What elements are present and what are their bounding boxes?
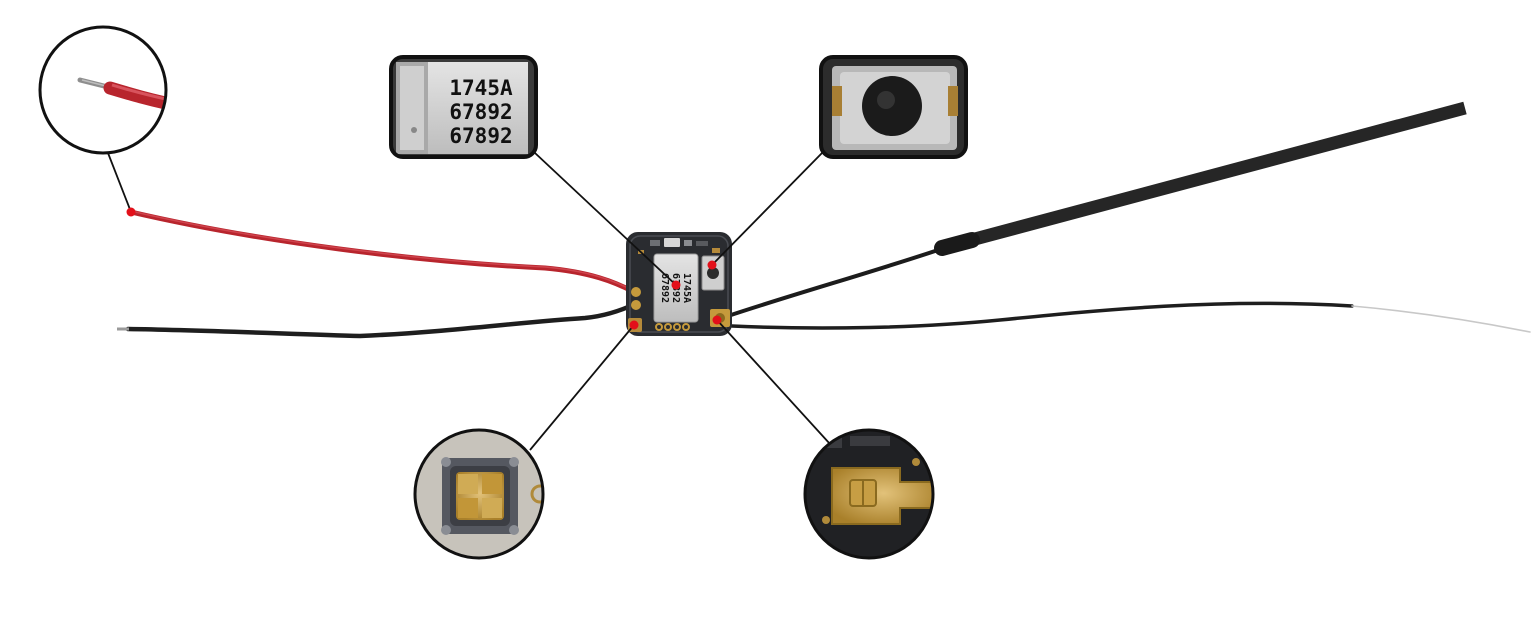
callout-led: [413, 428, 545, 560]
black-wire: [125, 301, 638, 339]
stripped-wire-icon: [77, 77, 166, 112]
coax-antenna-bare: [1351, 305, 1531, 333]
leader-chip: [534, 152, 677, 286]
callout-wire-tip: [38, 25, 168, 155]
pad-vcc: [631, 287, 641, 297]
callout-chip-line1: 1745A: [449, 76, 513, 100]
ufl-connector-icon: [805, 430, 933, 558]
leader-led: [529, 324, 635, 451]
header-pads: [655, 323, 690, 331]
leader-button: [711, 152, 823, 266]
smd-led-icon: [415, 430, 543, 558]
pcb-chip-line3: 67892: [659, 273, 670, 303]
pad-gnd: [631, 300, 641, 310]
antenna-thin-lead: [726, 244, 952, 318]
callout-chip-line2: 67892: [449, 100, 512, 124]
leader-connector: [716, 319, 831, 445]
marker-dots: [126, 207, 722, 330]
coax-antenna: [730, 301, 1354, 330]
marker-red-wire: [126, 207, 136, 217]
marker-led: [629, 320, 639, 330]
callout-button: [819, 55, 968, 159]
leader-red-wire: [107, 152, 132, 213]
antenna-heatshrink-step: [934, 232, 980, 256]
wiring: [117, 101, 1531, 339]
shielded-chip-icon: 1745A 67892 67892: [391, 57, 536, 157]
callout-chip: 1745A 67892 67892: [389, 55, 538, 159]
tactile-switch-icon: [821, 57, 966, 157]
leader-lines: [107, 152, 831, 451]
pcb-chip-line1: 1745A: [681, 273, 692, 303]
marker-chip: [671, 280, 681, 290]
antenna-heatshrink: [943, 101, 1467, 254]
marker-button: [707, 260, 717, 270]
red-wire: [128, 209, 637, 295]
callout-connector: [803, 428, 935, 560]
red-wire-highlight: [130, 210, 635, 292]
callout-chip-line3: 67892: [449, 124, 512, 148]
marker-connector: [712, 315, 722, 325]
